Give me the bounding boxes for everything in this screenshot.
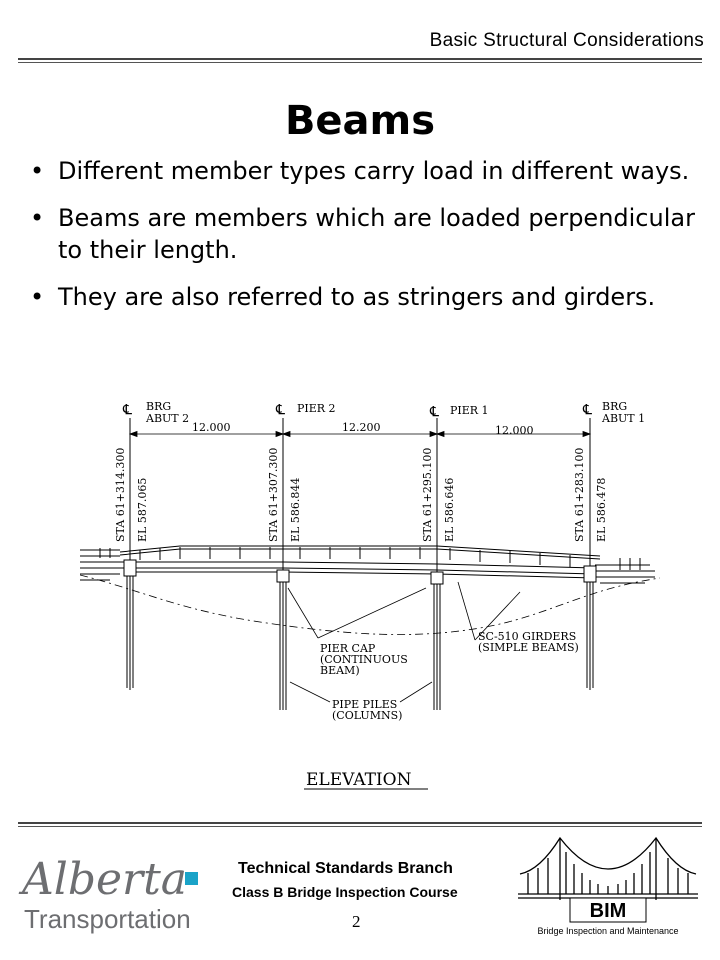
header-rule-thin — [18, 62, 702, 63]
support-name: ABUT 1 — [601, 412, 645, 425]
logo-accent-square — [185, 872, 198, 885]
bim-logo: BIM Bridge Inspection and Maintenance — [518, 836, 698, 936]
callout-pier-cap: BEAM) — [320, 664, 360, 677]
footer-rule — [18, 822, 702, 824]
header-rule — [18, 58, 702, 60]
callout-pier-cap: (CONTINUOUS — [320, 653, 408, 666]
bim-bridge-icon — [518, 836, 698, 900]
span-dimensions — [128, 430, 592, 438]
callout-piles: (COLUMNS) — [332, 709, 402, 722]
centerline-symbol: ℄ — [582, 402, 592, 418]
support-name: PIER 1 — [450, 404, 489, 417]
callout-pier-cap: PIER CAP — [320, 642, 376, 655]
bim-label-box — [569, 897, 647, 923]
logo-subtitle: Transportation — [24, 904, 191, 934]
span-length: 12.000 — [192, 421, 231, 434]
station-label: STA 61+314.300 — [114, 448, 127, 542]
alberta-transportation-logo: Alberta Transportation — [18, 854, 198, 934]
ground-line — [80, 574, 660, 635]
bullet-item: Different member types carry load in dif… — [30, 155, 710, 187]
elevation-label: EL 587.065 — [136, 478, 149, 542]
elevation-label: EL 586.478 — [595, 478, 608, 542]
bullet-item: Beams are members which are loaded perpe… — [30, 202, 710, 266]
logo-wordmark: Alberta — [18, 854, 187, 905]
span-length: 12.000 — [495, 424, 534, 437]
station-label: STA 61+307.300 — [267, 448, 280, 542]
support-centerlines — [129, 418, 591, 710]
callout-girders: (SIMPLE BEAMS) — [478, 641, 579, 654]
callout-girders: SC-510 GIRDERS — [478, 630, 576, 643]
section-title: Basic Structural Considerations — [429, 30, 704, 51]
support-name: PIER 2 — [297, 402, 336, 415]
bridge-superstructure — [80, 545, 655, 585]
page-number: 2 — [352, 912, 361, 931]
elevation-label: EL 586.646 — [443, 478, 456, 542]
bridge-elevation-drawing: ℄ BRG ABUT 2 ℄ PIER 2 ℄ PIER 1 ℄ BRG ABU… — [80, 400, 660, 790]
elevation-label: EL 586.844 — [289, 478, 302, 542]
bullet-list: Different member types carry load in dif… — [30, 155, 710, 328]
centerline-symbol: ℄ — [429, 404, 439, 420]
bullet-item: They are also referred to as stringers a… — [30, 281, 710, 313]
bim-label: BIM — [590, 900, 627, 922]
station-label: STA 61+283.100 — [573, 448, 586, 542]
callout-leaders — [287, 581, 521, 703]
support-name: BRG — [146, 400, 171, 413]
drawing-caption: ELEVATION — [306, 770, 412, 790]
pipe-piles — [126, 576, 594, 710]
bim-caption: Bridge Inspection and Maintenance — [537, 926, 678, 936]
footer-course: Class B Bridge Inspection Course — [232, 884, 458, 900]
footer-rule-thin — [18, 826, 702, 827]
callout-piles: PIPE PILES — [332, 698, 397, 711]
slide-title: Beams — [284, 98, 436, 144]
centerline-symbol: ℄ — [275, 402, 285, 418]
support-name: BRG — [602, 400, 627, 413]
footer-branch: Technical Standards Branch — [238, 860, 453, 877]
support-name: ABUT 2 — [145, 412, 189, 425]
span-length: 12.200 — [342, 421, 381, 434]
station-label: STA 61+295.100 — [421, 448, 434, 542]
centerline-symbol: ℄ — [122, 402, 132, 418]
